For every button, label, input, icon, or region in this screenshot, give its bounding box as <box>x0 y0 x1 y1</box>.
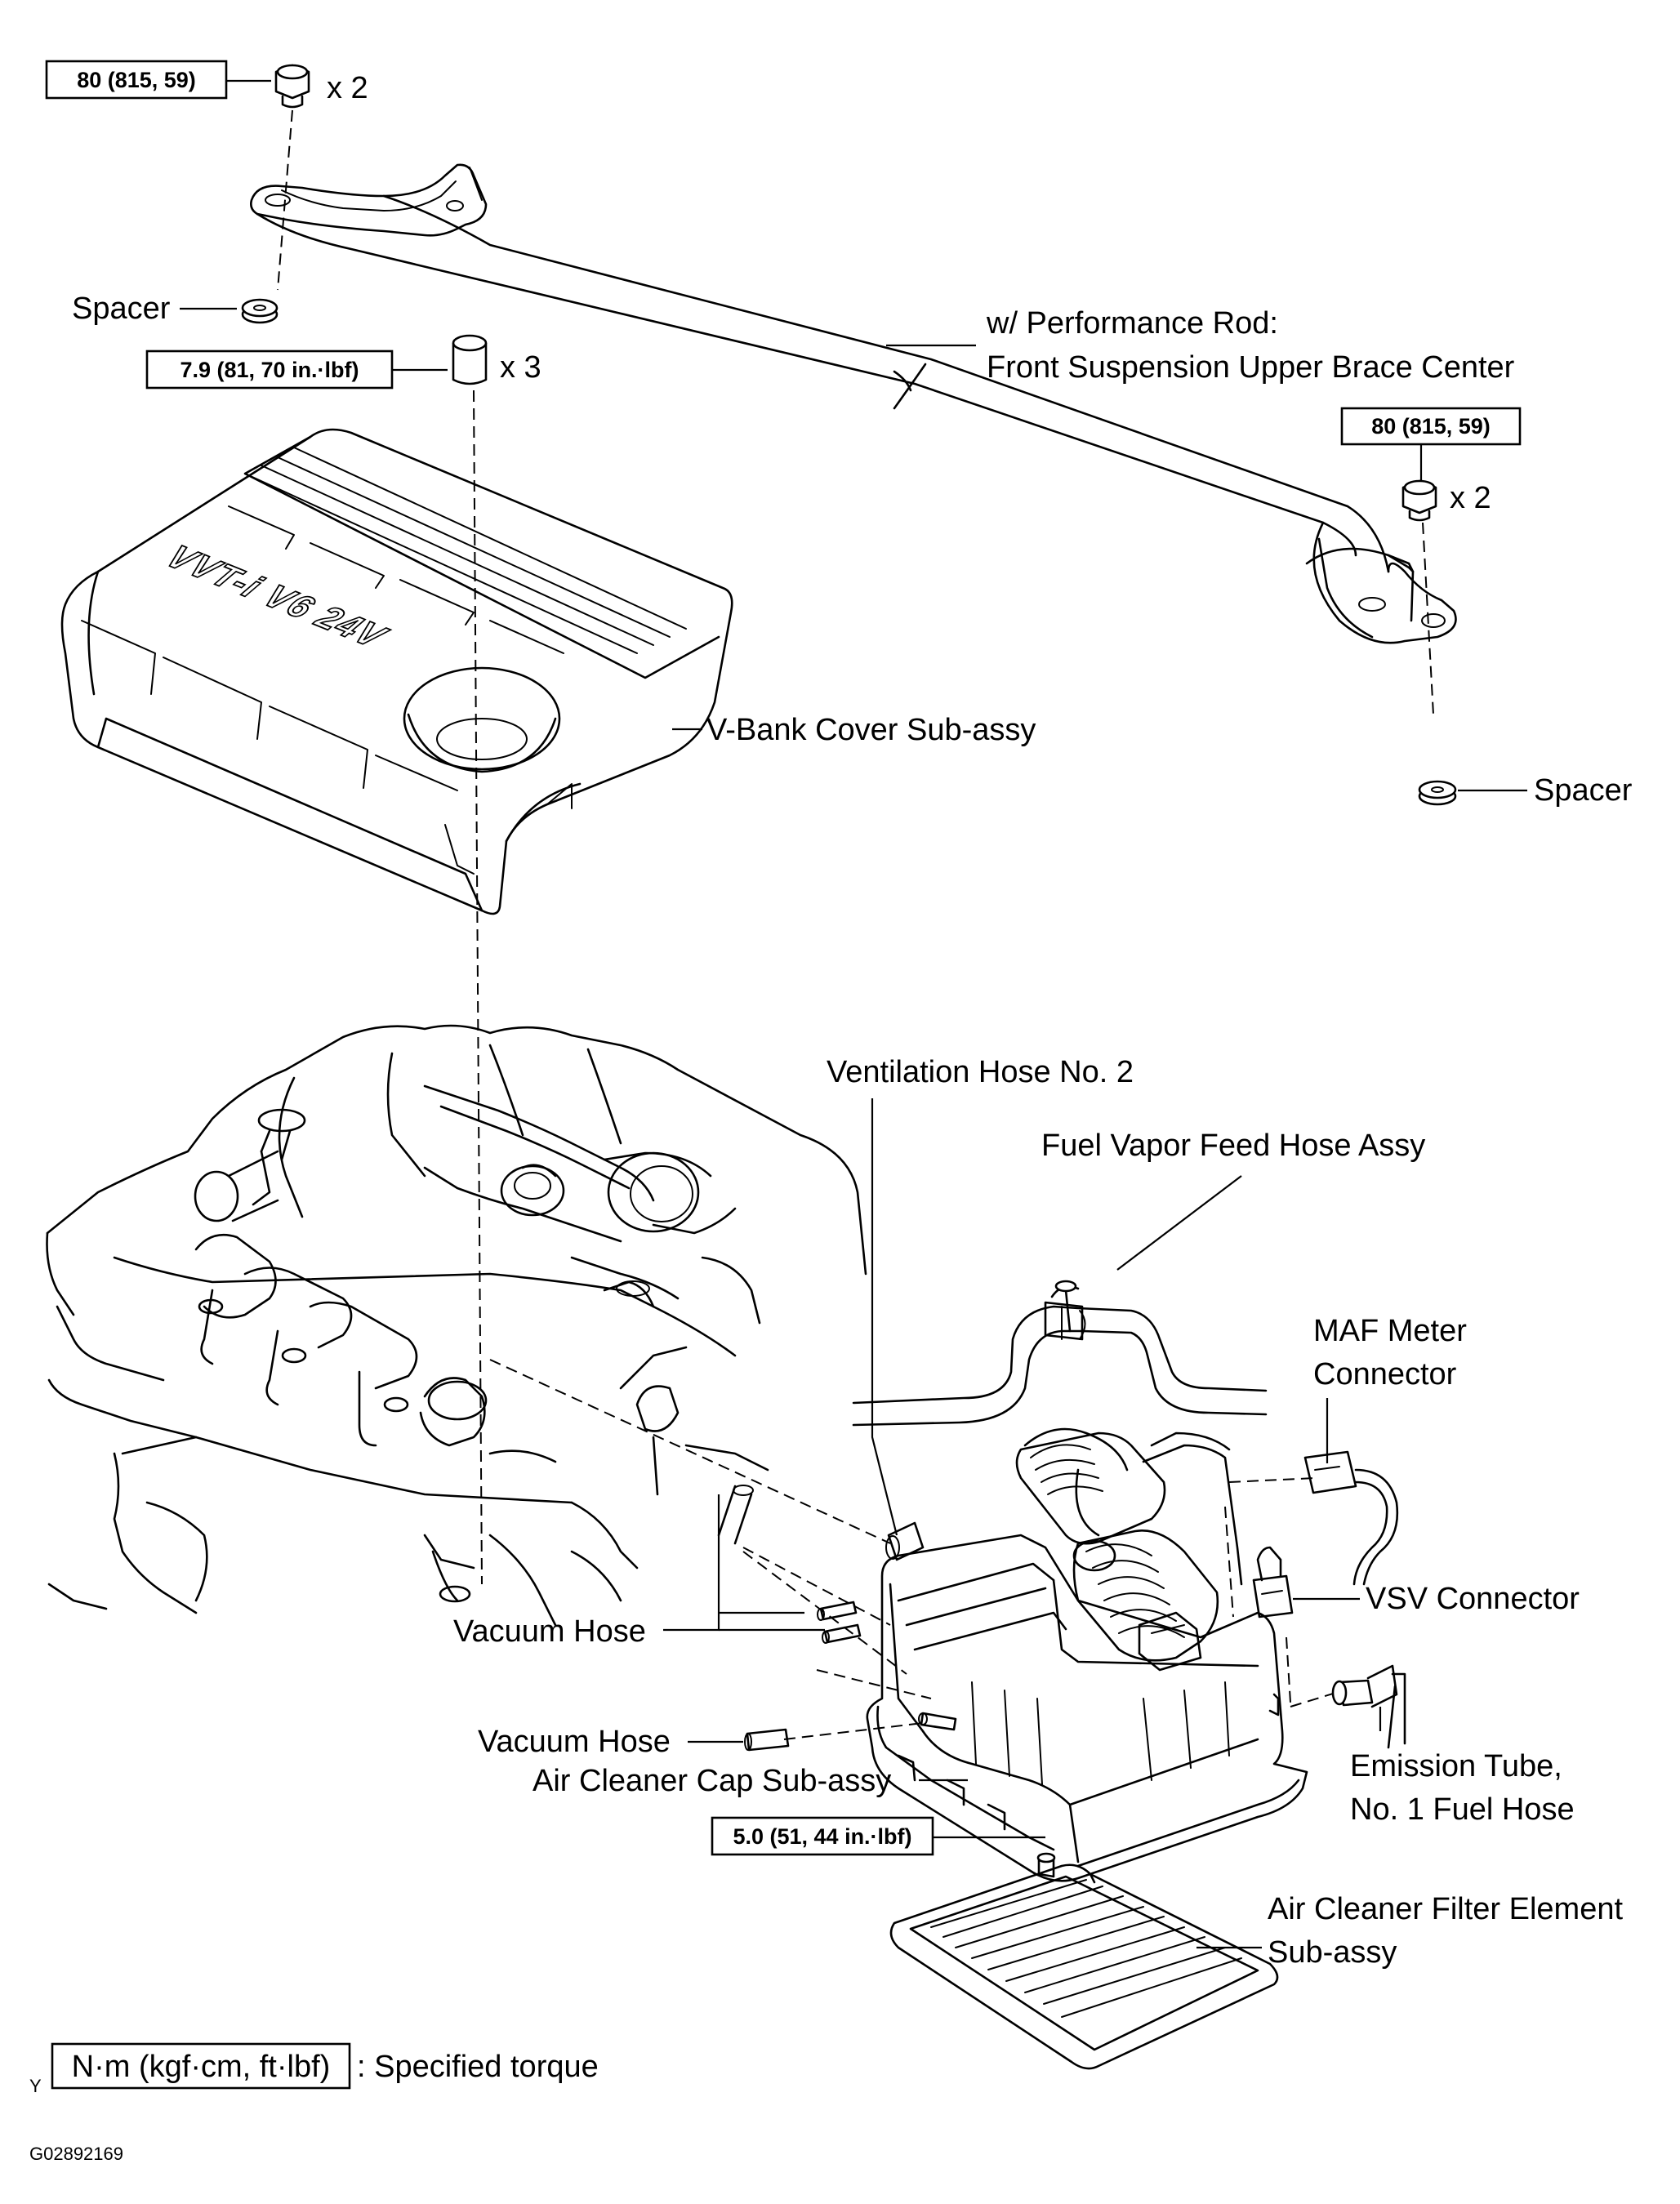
leader-vacuum-hose-upper <box>663 1494 720 1632</box>
label-ventilation-hose: Ventilation Hose No. 2 <box>827 1055 1134 1089</box>
legend-unit-text: N·m (kgf·cm, ft·lbf) <box>72 2050 331 2084</box>
label-performance-rod-2: Front Suspension Upper Brace Center <box>987 350 1515 385</box>
label-maf-connector-2: Connector <box>1313 1357 1457 1391</box>
label-vacuum-hose-upper: Vacuum Hose <box>453 1614 646 1649</box>
torque-bolt-right-text: 80 (815, 59) <box>1371 414 1491 439</box>
ventilation-hose-icon <box>885 1521 925 1561</box>
label-filter-element-2: Sub-assy <box>1268 1935 1397 1970</box>
label-emission-tube-1: Emission Tube, <box>1350 1749 1562 1783</box>
dash-line-3 <box>742 1551 907 1675</box>
leader-fuel-vapor <box>1116 1175 1242 1271</box>
dash-line-8 <box>1286 1636 1291 1703</box>
dash-line-1 <box>489 1359 891 1544</box>
torque-box-air-cleaner: 5.0 (51, 44 in.·lbf) <box>711 1816 934 1856</box>
label-vbank-cover: V-Bank Cover Sub-assy <box>706 713 1036 747</box>
figure-code: G02892169 <box>29 2144 123 2164</box>
dash-line-5 <box>783 1722 924 1740</box>
label-air-cleaner-cap: Air Cleaner Cap Sub-assy <box>533 1764 891 1798</box>
label-emission-tube-2: No. 1 Fuel Hose <box>1350 1792 1575 1827</box>
dash-cover-nut <box>473 390 483 1585</box>
cover-nut-icon <box>452 334 488 385</box>
torque-bolt-left-text: 80 (815, 59) <box>77 68 196 92</box>
label-maf-connector-1: MAF Meter <box>1313 1314 1467 1348</box>
dash-line-6 <box>1228 1477 1316 1483</box>
label-spacer-left: Spacer <box>72 292 171 326</box>
vacuum-hose-lower-icon <box>744 1728 790 1752</box>
leader-ventilation-hose <box>871 1098 898 1536</box>
legend-unit-box: N·m (kgf·cm, ft·lbf) <box>51 2042 351 2090</box>
qty-cover-nut: x 3 <box>500 350 541 385</box>
engine-assembly <box>46 1024 867 1627</box>
emission-tube-icon <box>1331 1664 1406 1749</box>
torque-box-bolt-right: 80 (815, 59) <box>1340 407 1522 446</box>
qty-bolt-right: x 2 <box>1450 481 1491 515</box>
label-spacer-right: Spacer <box>1534 773 1633 808</box>
label-fuel-vapor-hose: Fuel Vapor Feed Hose Assy <box>1041 1129 1425 1163</box>
maf-connector-icon <box>1303 1450 1399 1586</box>
label-filter-element-1: Air Cleaner Filter Element <box>1268 1892 1623 1926</box>
label-vacuum-hose-lower: Vacuum Hose <box>478 1725 671 1759</box>
dash-bolt-left <box>277 109 293 291</box>
qty-bolt-left: x 2 <box>327 71 368 105</box>
vbank-cover: VVT-i V6 24V <box>60 428 733 915</box>
spacer-right-icon <box>1418 780 1457 806</box>
torque-cover-nut-text: 7.9 (81, 70 in.·lbf) <box>180 358 359 382</box>
air-cleaner-filter-element <box>889 1863 1279 2070</box>
vacuum-hose-small-icons <box>817 1601 862 1644</box>
spacer-left-icon <box>241 298 279 324</box>
bolt-left-icon <box>274 64 310 109</box>
bolt-right-icon <box>1401 479 1437 522</box>
legend-marker: Y <box>29 2076 42 2096</box>
air-cleaner-assembly <box>866 1427 1308 1882</box>
front-suspension-upper-brace <box>250 163 1457 644</box>
torque-box-bolt-left: 80 (815, 59) <box>45 60 228 100</box>
dash-line-4 <box>816 1669 932 1699</box>
engine-logo-text: VVT-i V6 24V <box>158 539 395 655</box>
dash-line-7 <box>1224 1506 1234 1618</box>
label-performance-rod-1: w/ Performance Rod: <box>986 306 1278 341</box>
dash-bolt-right <box>1422 522 1434 715</box>
label-vsv-connector: VSV Connector <box>1366 1582 1580 1616</box>
torque-air-cleaner-text: 5.0 (51, 44 in.·lbf) <box>733 1824 911 1849</box>
dash-line-2 <box>742 1547 891 1626</box>
fuel-vapor-feed-hose <box>852 1280 1268 1427</box>
vsv-connector-icon <box>1252 1546 1294 1618</box>
torque-box-cover-nut: 7.9 (81, 70 in.·lbf) <box>145 350 394 390</box>
legend-description: : Specified torque <box>357 2050 599 2084</box>
